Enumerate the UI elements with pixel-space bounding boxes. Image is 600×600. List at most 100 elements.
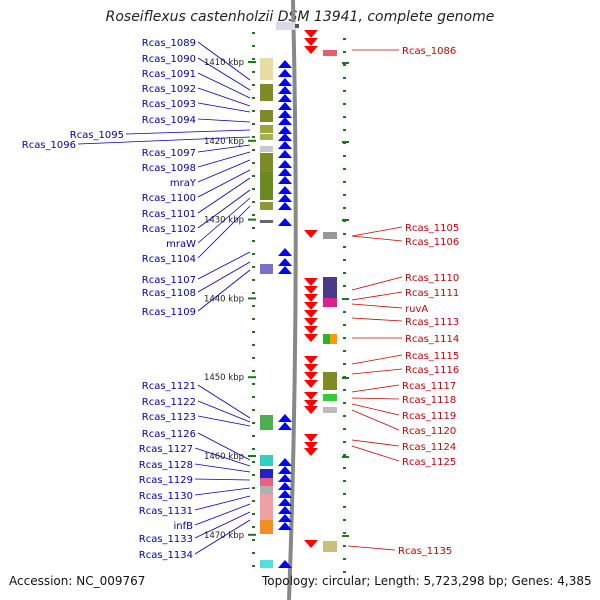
gene-connector-left [197, 384, 251, 419]
gene-connector-left [197, 57, 251, 91]
gene-block-right [323, 394, 337, 401]
ruler-dot [343, 532, 346, 534]
gene-connector-left [197, 189, 251, 229]
ruler-dot [343, 571, 346, 573]
gene-label-left: Rcas_1133 [139, 534, 193, 545]
gene-label-left: Rcas_1089 [142, 38, 196, 49]
minus-strand-arrow [278, 514, 292, 522]
backbone-cap [276, 22, 296, 30]
gene-block-left [260, 264, 273, 274]
plus-strand-arrow [304, 310, 318, 318]
gene-label-right: Rcas_1124 [402, 442, 456, 453]
gene-label-right: Rcas_1135 [398, 546, 452, 557]
gene-connector-left [197, 197, 251, 244]
topology-text: Topology: circular; Length: 5,723,298 bp… [262, 574, 592, 588]
gene-label-left: infB [174, 521, 194, 532]
gene-connector-left [77, 136, 251, 145]
backbone-marker [295, 24, 299, 28]
gene-label-right: Rcas_1114 [405, 334, 459, 345]
ruler-dot [343, 493, 346, 495]
ruler-dot [252, 201, 255, 203]
gene-connector-right [351, 276, 403, 291]
plus-strand-arrow [304, 372, 318, 380]
plus-strand-arrow [304, 30, 318, 38]
gene-label-left: Rcas_1093 [142, 99, 196, 110]
gene-label-left: Rcas_1095 [70, 130, 124, 141]
ruler-dot [252, 32, 255, 34]
gene-label-right: Rcas_1119 [402, 411, 456, 422]
gene-label-right: Rcas_1117 [402, 381, 456, 392]
gene-block-left [260, 520, 273, 534]
ruler-dot [343, 90, 346, 92]
accession-text: Accession: NC_009767 [9, 574, 146, 588]
plus-strand-arrow [304, 392, 318, 400]
gene-label-right: Rcas_1086 [402, 46, 456, 57]
ruler-dot [343, 428, 346, 430]
gene-label-left: Rcas_1121 [142, 381, 196, 392]
minus-strand-arrow [278, 422, 292, 430]
gene-block-left [260, 125, 273, 133]
ruler-dot [252, 357, 255, 359]
gene-connector-left [197, 144, 251, 153]
gene-label-left: Rcas_1134 [139, 550, 193, 561]
ruler-dot [343, 337, 346, 339]
gene-block-right [323, 298, 337, 307]
gene-connector-right [351, 403, 400, 416]
gene-label-left: Rcas_1128 [139, 460, 193, 471]
scale-tick-label: 1410 kbp [204, 58, 244, 68]
ruler-dot [343, 246, 346, 248]
gene-connector-left [197, 205, 251, 259]
ruler-dot [343, 194, 346, 196]
plus-strand-arrow [304, 318, 318, 326]
plus-strand-arrow [304, 294, 318, 302]
ruler-dot [252, 435, 255, 437]
ruler-dot [252, 461, 255, 463]
minus-strand-arrow [278, 218, 292, 226]
ruler-dot [252, 162, 255, 164]
gene-label-left: Rcas_1096 [22, 140, 76, 151]
gene-label-right: Rcas_1120 [402, 426, 456, 437]
minus-strand-arrow [278, 133, 292, 141]
gene-connector-left [194, 447, 251, 467]
ruler-dot [252, 279, 255, 281]
gene-label-left: mraW [166, 239, 196, 250]
scale-tick-label: 1420 kbp [204, 137, 244, 147]
gene-connector-left [197, 87, 251, 107]
ruler-dot [252, 149, 255, 151]
ruler-dot [252, 227, 255, 229]
gene-block-left [260, 58, 273, 80]
ruler-dot [343, 259, 346, 261]
gene-label-left: Rcas_1102 [142, 224, 196, 235]
scale-tick-label: 1460 kbp [204, 452, 244, 462]
ruler-dot [252, 370, 255, 372]
plus-strand-arrow [304, 278, 318, 286]
ruler-dot [252, 331, 255, 333]
ruler-dot [343, 363, 346, 365]
gene-connector-right [351, 439, 400, 447]
gene-label-left: Rcas_1126 [142, 429, 196, 440]
ruler-dot [343, 480, 346, 482]
gene-block-left [260, 146, 273, 152]
ruler-dot [343, 38, 346, 40]
ruler-dot [252, 136, 255, 138]
ruler-dot [343, 324, 346, 326]
minus-strand-arrow [278, 466, 292, 474]
ruler-dot [343, 103, 346, 105]
minus-strand-arrow [278, 414, 292, 422]
ruler-dot [252, 266, 255, 268]
map-title: Roseiflexus castenholzii DSM 13941, comp… [105, 9, 495, 25]
gene-connector-left [194, 503, 251, 526]
gene-connector-left [194, 495, 251, 511]
scale-tick-mark [248, 297, 256, 300]
ruler-dot [252, 409, 255, 411]
gene-block-right [323, 334, 330, 344]
gene-label-left: Rcas_1131 [139, 506, 193, 517]
minus-strand-arrow [278, 266, 292, 274]
ruler-dot [252, 422, 255, 424]
ruler-major-tick [342, 377, 349, 379]
plus-strand-arrow [304, 364, 318, 372]
gene-label-left: Rcas_1097 [142, 148, 196, 159]
plus-strand-arrow [304, 400, 318, 408]
gene-label-left: Rcas_1092 [142, 84, 196, 95]
ruler-dot [252, 539, 255, 541]
